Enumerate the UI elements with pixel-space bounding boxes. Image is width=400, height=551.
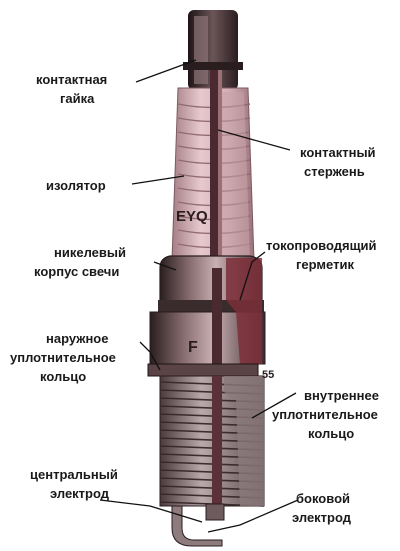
leader-contact-nut <box>135 59 197 83</box>
outer-seal-ring-part <box>147 363 259 377</box>
nickel-body-hex: F <box>149 255 266 365</box>
thread-marking: 55 <box>262 369 274 381</box>
leader-center-electrode <box>99 499 203 523</box>
label-outer-seal-ring: наружное уплотнительное кольцо <box>10 331 120 384</box>
leader-nickel-body <box>153 261 177 271</box>
label-side-electrode: боковой электрод <box>292 491 354 525</box>
insulator-marking: EYQ <box>176 208 208 225</box>
label-center-electrode: центральный электрод <box>30 467 121 501</box>
leader-conductive-sealant <box>239 251 266 301</box>
electrode-part <box>171 503 225 547</box>
contact-nut-part <box>183 10 243 90</box>
leader-outer-seal-ring <box>139 341 161 371</box>
label-nickel-body: никелевый корпус свечи <box>34 245 130 279</box>
leader-side-electrode <box>207 499 299 533</box>
thread-part: 55 <box>159 369 274 507</box>
leader-insulator <box>131 175 185 185</box>
label-contact-nut: контактная гайка <box>36 72 111 106</box>
body-marking: F <box>188 339 198 356</box>
leader-inner-seal-ring <box>251 392 297 419</box>
label-insulator: изолятор <box>46 178 106 193</box>
label-inner-seal-ring: внутреннее уплотнительное кольцо <box>272 388 383 441</box>
label-conductive-sealant: токопроводящий герметик <box>266 238 380 272</box>
leader-contact-rod <box>217 129 291 151</box>
insulator-part: EYQ <box>171 70 255 270</box>
label-contact-rod: контактный стержень <box>300 145 379 179</box>
